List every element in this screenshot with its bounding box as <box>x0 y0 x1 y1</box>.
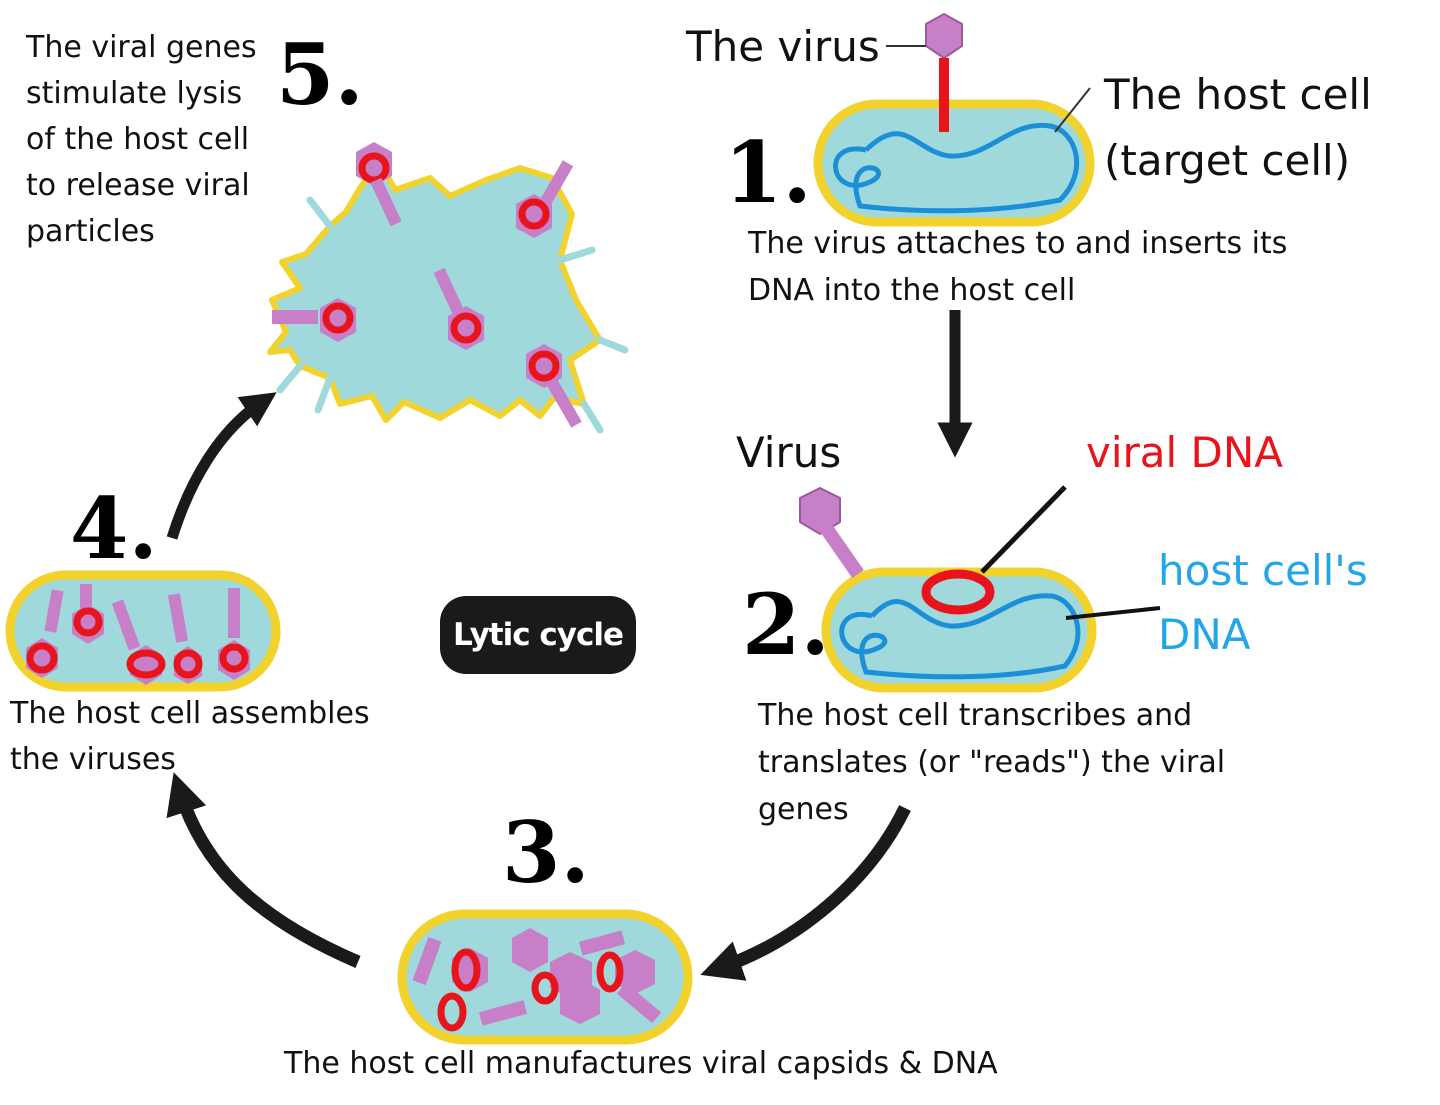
step-4-number: 4. <box>70 479 158 578</box>
step-2-number: 2. <box>742 575 830 674</box>
step-2-text-line2: translates (or "reads") the viral <box>758 745 1226 780</box>
cycle-arrows <box>166 310 973 981</box>
arrow-4-to-5 <box>166 392 277 540</box>
step-5-text-line4: to release viral <box>26 168 250 203</box>
step1-virus <box>886 12 1091 133</box>
host-cell-label-line2: (target cell) <box>1104 136 1351 185</box>
step-3-number: 3. <box>502 803 590 902</box>
step-5-text-line3: of the host cell <box>26 122 250 157</box>
step-5-text-line2: stimulate lysis <box>26 76 243 111</box>
step1-cell <box>813 99 1095 227</box>
step-2-text-line3: genes <box>758 792 849 827</box>
step-3-text-line1: The host cell manufactures viral capsids… <box>284 1046 998 1081</box>
the-virus-label: The virus <box>686 22 880 71</box>
viral-dna-label: viral DNA <box>1086 428 1284 477</box>
step2-cell <box>821 567 1097 693</box>
step-2-text-line1: The host cell transcribes and <box>758 698 1193 733</box>
step-4-text-line2: the viruses <box>10 742 176 777</box>
step-5-number: 5. <box>276 25 364 124</box>
host-dna-label-line1: host cell's <box>1158 546 1368 595</box>
step5-lysing-cell <box>267 142 629 434</box>
host-dna-label-line2: DNA <box>1158 610 1251 659</box>
arrow-2-to-3 <box>700 805 911 981</box>
step-4-text-line1: The host cell assembles <box>10 696 370 731</box>
step-5-text-line5: particles <box>26 214 155 249</box>
host-cell-label-line1: The host cell <box>1104 70 1372 119</box>
step-1-number: 1. <box>724 123 812 222</box>
step2-pointer-lines <box>980 485 1161 620</box>
step-1-text-line2: DNA into the host cell <box>748 273 1076 308</box>
step2-virus <box>799 486 864 578</box>
step3-cell <box>397 909 693 1045</box>
step-1-text-line1: The virus attaches to and inserts its <box>748 226 1288 261</box>
lytic-cycle-badge: Lytic cycle <box>440 596 636 674</box>
step4-cell <box>5 570 281 692</box>
virus-label: Virus <box>736 428 842 477</box>
arrow-3-to-4 <box>166 772 361 968</box>
step-5-text-line1: The viral genes <box>26 30 257 65</box>
